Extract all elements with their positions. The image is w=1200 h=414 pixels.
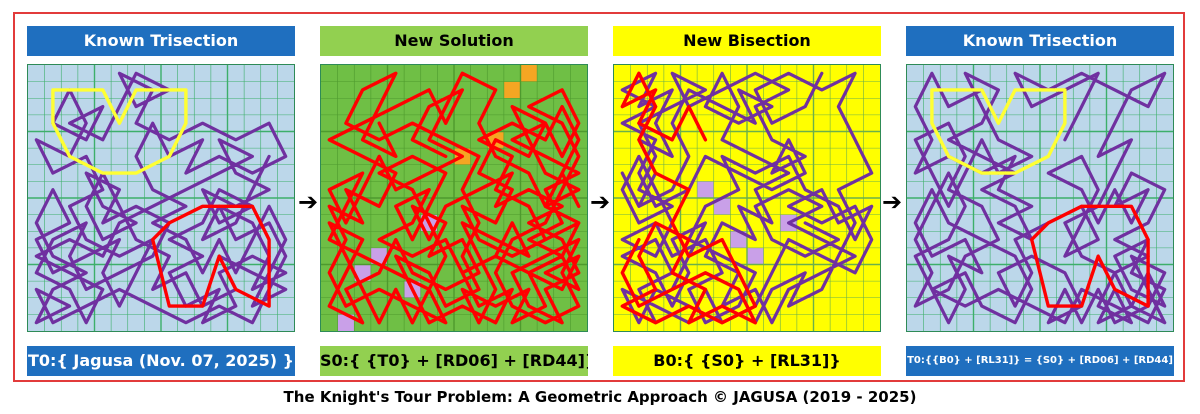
panel-header: New Solution [320, 26, 588, 56]
board-drawing [321, 65, 587, 331]
knight-route-red-section [620, 71, 757, 325]
knight-tour-board [27, 64, 295, 332]
highlight-cell [730, 231, 747, 248]
knight-tour-board [613, 64, 881, 332]
knight-route [620, 71, 874, 325]
figure-caption: The Knight's Tour Problem: A Geometric A… [283, 388, 917, 406]
board-drawing [907, 65, 1173, 331]
knight-route [34, 71, 288, 325]
panel-label: S0:{ {T0} + [RD06] + [RD44]} [320, 346, 588, 376]
highlight-cell [713, 198, 731, 215]
highlight-cell [337, 314, 355, 331]
highlight-cell [520, 65, 538, 82]
panel-label: T0:{{B0} + [RL31]} = {S0} + [RD06] + [RD… [906, 346, 1174, 376]
highlight-cell [354, 264, 371, 282]
figure-frame [13, 12, 1185, 382]
panel-header: Known Trisection [906, 26, 1174, 56]
panel-label: B0:{ {S0} + [RL31]} [613, 346, 881, 376]
arrow-icon: ➔ [298, 188, 319, 216]
highlight-loop-red [151, 204, 271, 308]
knight-tour-board [906, 64, 1174, 332]
highlight-loop-yellow [51, 88, 188, 175]
panel-header: New Bisection [613, 26, 881, 56]
board-drawing [614, 65, 880, 331]
board-drawing [28, 65, 294, 331]
knight-tour-board [320, 64, 588, 332]
arrow-icon: ➔ [590, 188, 611, 216]
highlight-loop-red [1030, 204, 1150, 308]
highlight-loop-yellow [930, 88, 1067, 175]
highlight-cell [370, 247, 388, 265]
panel-header: Known Trisection [27, 26, 295, 56]
highlight-cell [503, 81, 521, 99]
highlight-cell [747, 247, 764, 265]
knight-route [327, 71, 581, 325]
arrow-icon: ➔ [882, 188, 903, 216]
panel-label: T0:{ Jagusa (Nov. 07, 2025) } [27, 346, 295, 376]
knight-route [913, 71, 1167, 325]
highlight-cell [697, 181, 714, 198]
